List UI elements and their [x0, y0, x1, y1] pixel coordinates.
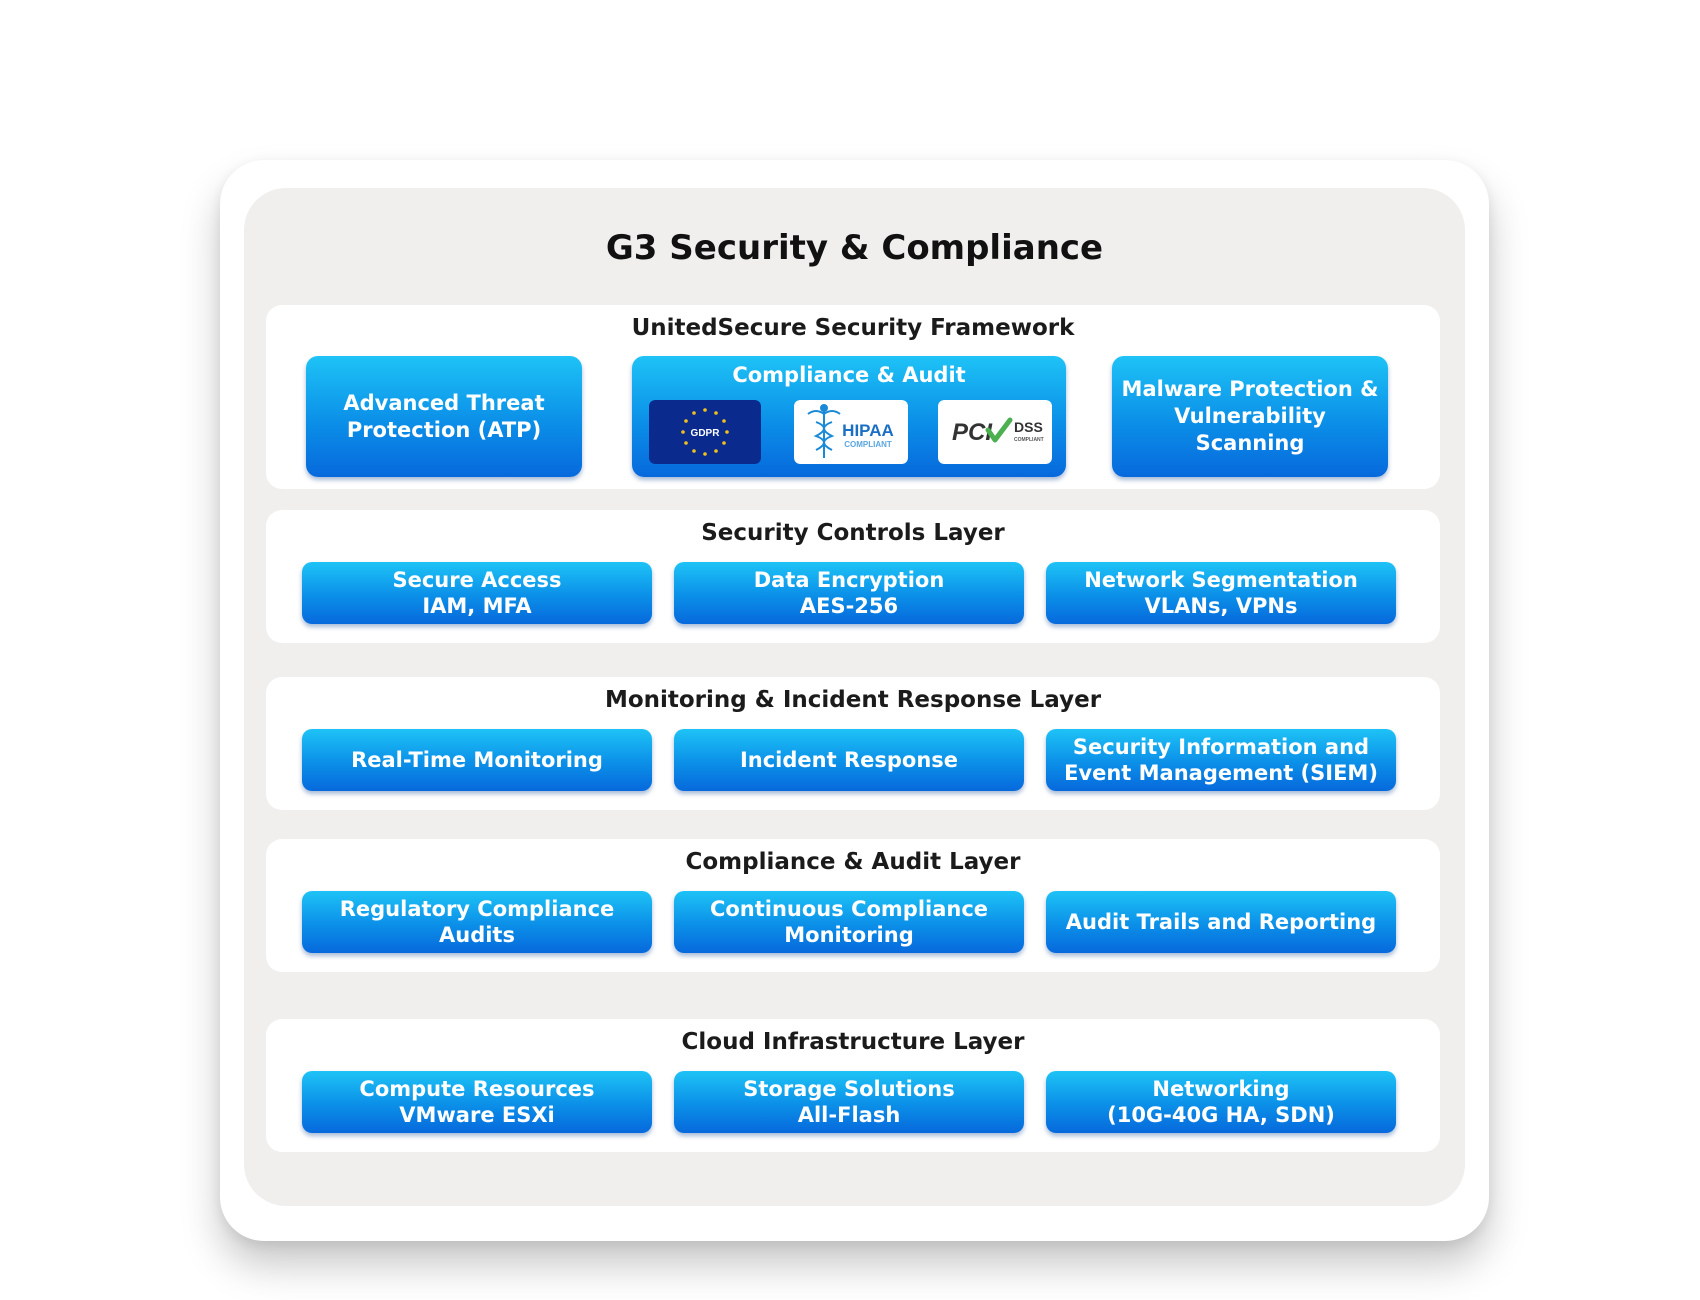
box-continuous-compliance-monitoring: Continuous Compliance Monitoring — [674, 891, 1024, 953]
box-line: VLANs, VPNs — [1144, 594, 1298, 618]
box-advanced-threat-protection: Advanced Threat Protection (ATP) — [306, 356, 582, 477]
box-data-encryption: Data Encryption AES-256 — [674, 562, 1024, 624]
layer-title: Cloud Infrastructure Layer — [681, 1029, 1025, 1055]
box-line: Incident Response — [739, 748, 959, 772]
box-line: Network Segmentation — [1084, 568, 1358, 592]
hipaa-logo-text: HIPAA — [842, 421, 894, 440]
box-line: Secure Access — [392, 568, 562, 592]
gdpr-logo: GDPR — [649, 400, 761, 464]
layer-title: Compliance & Audit Layer — [685, 849, 1021, 875]
box-siem: Security Information and Event Managemen… — [1046, 729, 1396, 791]
caduceus-icon — [807, 404, 841, 458]
box-regulatory-compliance-audits: Regulatory Compliance Audits — [302, 891, 652, 953]
hipaa-compliant-text: COMPLIANT — [844, 440, 892, 449]
pci-logo-text: PCI — [952, 419, 993, 446]
box-line: Audit Trails and Reporting — [1065, 910, 1377, 934]
box-line: Malware Protection & — [1121, 377, 1379, 401]
box-line: Protection (ATP) — [346, 417, 542, 442]
box-line: IAM, MFA — [422, 594, 532, 618]
box-line: All-Flash — [797, 1103, 901, 1127]
page-title: G3 Security & Compliance — [605, 228, 1104, 268]
box-line: Continuous Compliance — [709, 897, 989, 921]
diagram-card: G3 Security & Compliance UnitedSecure Se… — [220, 160, 1489, 1241]
layer-security-framework: UnitedSecure Security Framework Advanced… — [266, 305, 1440, 489]
box-line: Networking — [1152, 1077, 1290, 1101]
box-title: Compliance & Audit — [732, 363, 966, 387]
box-line: Audits — [439, 923, 515, 947]
box-line: VMware ESXi — [399, 1103, 555, 1127]
layer-title: UnitedSecure Security Framework — [631, 315, 1075, 341]
box-line: Compute Resources — [359, 1077, 595, 1101]
box-line: Event Management (SIEM) — [1064, 761, 1378, 785]
box-compute-resources: Compute Resources VMware ESXi — [302, 1071, 652, 1133]
diagram-panel: G3 Security & Compliance UnitedSecure Se… — [244, 188, 1465, 1206]
hipaa-logo: HIPAA COMPLIANT — [794, 400, 908, 464]
layer-monitoring-incident-response: Monitoring & Incident Response Layer Rea… — [266, 677, 1440, 810]
box-audit-trails-reporting: Audit Trails and Reporting — [1046, 891, 1396, 953]
box-line: Storage Solutions — [743, 1077, 955, 1101]
box-secure-access: Secure Access IAM, MFA — [302, 562, 652, 624]
layer-security-controls: Security Controls Layer Secure Access IA… — [266, 510, 1440, 643]
box-network-segmentation: Network Segmentation VLANs, VPNs — [1046, 562, 1396, 624]
layer-title: Security Controls Layer — [701, 520, 1005, 546]
box-line: AES-256 — [799, 594, 899, 618]
box-networking: Networking (10G-40G HA, SDN) — [1046, 1071, 1396, 1133]
compliance-logos: GDPR HIPAA COMPLIANT — [632, 400, 1066, 464]
box-line: Vulnerability — [1174, 404, 1326, 428]
layer-cloud-infrastructure: Cloud Infrastructure Layer Compute Resou… — [266, 1019, 1440, 1152]
dss-logo-text: DSS — [1014, 419, 1043, 435]
gdpr-logo-text: GDPR — [691, 428, 721, 439]
box-line: Data Encryption — [753, 568, 945, 592]
layer-compliance-audit: Compliance & Audit Layer Regulatory Comp… — [266, 839, 1440, 972]
layer-title: Monitoring & Incident Response Layer — [604, 687, 1102, 713]
box-incident-response: Incident Response — [674, 729, 1024, 791]
pci-dss-logo: PCI DSS COMPLIANT — [938, 400, 1052, 464]
checkmark-icon — [985, 417, 1013, 443]
box-line: (10G-40G HA, SDN) — [1107, 1103, 1335, 1127]
box-line: Security Information and — [1072, 735, 1370, 759]
box-line: Real-Time Monitoring — [351, 748, 603, 772]
eu-stars-icon — [681, 408, 729, 456]
box-compliance-audit: Compliance & Audit GDPR — [632, 356, 1066, 477]
box-real-time-monitoring: Real-Time Monitoring — [302, 729, 652, 791]
dss-compliant-text: COMPLIANT — [1014, 437, 1044, 443]
box-line: Regulatory Compliance — [339, 897, 615, 921]
box-line: Advanced Threat — [343, 390, 545, 415]
box-storage-solutions: Storage Solutions All-Flash — [674, 1071, 1024, 1133]
box-malware-protection: Malware Protection & Vulnerability Scann… — [1112, 356, 1388, 477]
box-line: Scanning — [1195, 431, 1305, 455]
box-line: Monitoring — [784, 923, 914, 947]
